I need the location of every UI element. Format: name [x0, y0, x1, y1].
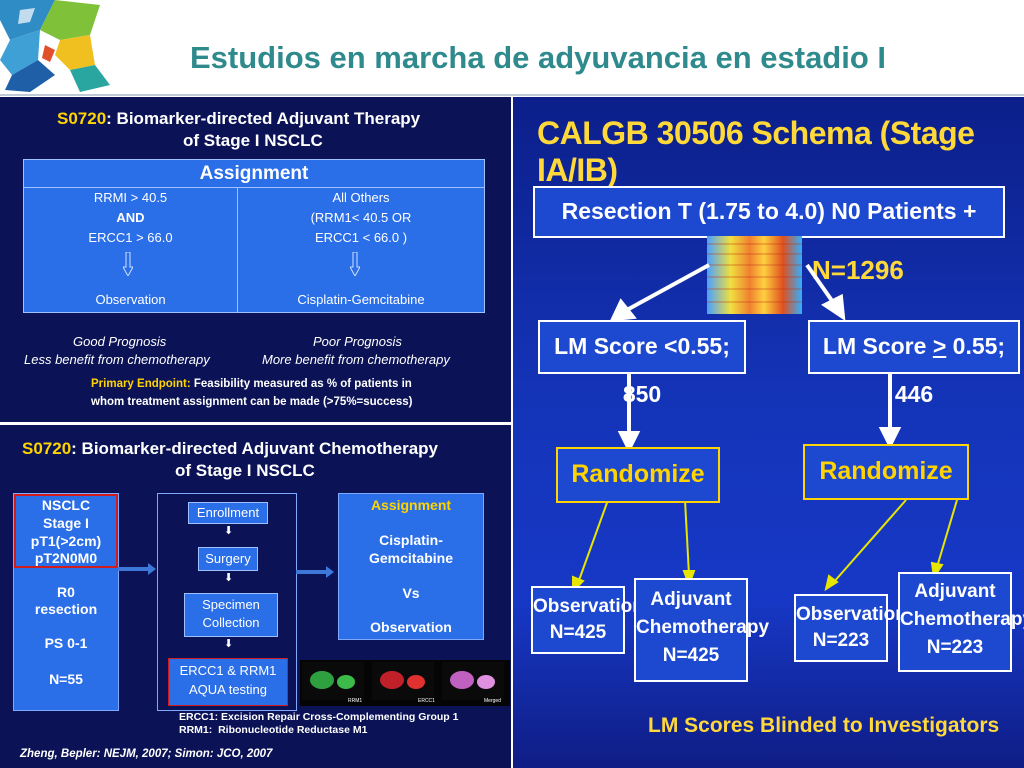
chemo-left-label1: Adjuvant [650, 589, 732, 610]
obs-left-n: N=425 [549, 622, 607, 643]
n55-label: N=55 [49, 671, 83, 687]
ercc1-image-label: ERCC1 [418, 698, 435, 704]
obs-right-label: Observation [796, 604, 907, 625]
chemo-right-label2: Chemotherapy [900, 609, 1024, 630]
cisplatin-outcome: Cisplatin-Gemcitabine [297, 292, 425, 307]
lm-high-box: LM Score > 0.55; 446 [808, 320, 1020, 407]
procedure-box: Enrollment ⬇ Surgery ⬇ Specimen Collecti… [157, 493, 297, 711]
endpoint-text1: Feasibility measured as % of patients in [190, 378, 412, 390]
poor-prognosis-sub: More benefit from chemotherapy [262, 352, 450, 367]
nsclc-label: NSCLC [41, 497, 91, 513]
good-prognosis: Good Prognosis [73, 334, 167, 349]
lm-high-suffix: 0.55; 446 [894, 333, 1006, 407]
resection-label: resection [34, 601, 98, 617]
heading-line1-2: : Biomarker-directed Adjuvant Chemothera… [71, 439, 439, 458]
obs-right-n: N=223 [812, 630, 870, 651]
aqua-step: ERCC1 & RRM1 AQUA testing [168, 658, 288, 706]
calgb-title: CALGB 30506 Schema (Stage IA/IB) [537, 115, 975, 188]
observation-label: Observation [370, 619, 452, 635]
title-divider [0, 94, 1024, 96]
observation-left: Observation N=425 [531, 586, 644, 654]
assignment-box: Assignment Cisplatin- Gemcitabine Vs Obs… [338, 493, 484, 640]
poor-prognosis: Poor Prognosis [313, 334, 402, 349]
down-arrow-icon: ⬇ [224, 638, 234, 650]
assignment-label: Assignment [370, 497, 452, 513]
blinded-footer: LM Scores Blinded to Investigators [648, 714, 1000, 737]
rrmi-criterion: RRMI > 40.5 [93, 190, 168, 205]
down-arrow-icon [350, 252, 360, 276]
and-label: AND [116, 210, 145, 225]
slide-title: Estudios en marcha de adyuvancia en esta… [190, 40, 887, 75]
table-divider [237, 187, 238, 312]
footnote-rrm1: RRM1: Ribonucleotide Reductase M1 [179, 724, 368, 736]
endpoint-label: Primary Endpoint: [91, 378, 191, 390]
study-id-2: S0720 [22, 439, 72, 458]
lm-high-ge: > [932, 333, 947, 359]
ps-label: PS 0-1 [44, 635, 88, 651]
lm-high-prefix: LM Score [822, 333, 933, 359]
good-prognosis-sub: Less benefit from chemotherapy [24, 352, 210, 367]
gemcitabine-label: Gemcitabine [368, 550, 454, 566]
vs-label: Vs [402, 585, 420, 601]
ercc1-criterion-right: ERCC1 < 66.0 ) [314, 230, 408, 245]
obs-left-label: Observation [533, 596, 644, 617]
endpoint-text2: whom treatment assignment can be made (>… [91, 396, 413, 408]
n-total: N=1296 [812, 255, 904, 285]
footnote-ercc1: ERCC1: Excision Repair Cross-Complementi… [179, 711, 459, 723]
rrm1-image-label: RRM1 [348, 698, 363, 704]
down-arrow-icon [123, 252, 133, 276]
merged-image-label: Merged [484, 698, 501, 704]
pt2-label: pT2N0M0 [34, 550, 98, 566]
top-left-heading-line2: of Stage I NSCLC [183, 131, 323, 150]
surgery-step: Surgery [198, 547, 258, 571]
ercc1-criterion: ERCC1 > 66.0 [88, 230, 173, 245]
chemo-right: Adjuvant Chemotherapy N=223 [898, 572, 1024, 672]
stage-label: Stage I [43, 515, 89, 531]
chemo-right-label1: Adjuvant [914, 581, 996, 602]
right-arrow-icon [296, 566, 334, 578]
enrollment-step: Enrollment [188, 502, 268, 524]
study-id: S0720 [57, 109, 107, 128]
chemo-right-n: N=223 [926, 637, 984, 658]
chemo-left: Adjuvant Chemotherapy N=425 [634, 578, 770, 682]
bottom-left-heading: S0720: Biomarker-directed Adjuvant Chemo… [22, 438, 438, 460]
down-arrow-icon: ⬇ [224, 572, 234, 584]
primary-endpoint: Primary Endpoint: Feasibility measured a… [91, 378, 412, 390]
cisplatin-label: Cisplatin- [379, 532, 443, 548]
lm-low-box: LM Score <0.55; 850 [538, 320, 746, 407]
assignment-header: Assignment [24, 160, 484, 188]
down-arrow-icon: ⬇ [224, 525, 234, 537]
heading-line1: : Biomarker-directed Adjuvant Therapy [106, 109, 421, 128]
pt1-label: pT1(>2cm) [30, 533, 102, 549]
eligibility-highlight [14, 494, 118, 568]
rrm1-criterion: (RRM1< 40.5 OR [310, 210, 412, 225]
microscopy-images: RRM1 ERCC1 Merged [300, 660, 510, 706]
assignment-table: Assignment RRMI > 40.5 AND ERCC1 > 66.0 … [23, 159, 485, 313]
logo [0, 0, 120, 95]
citation: Zheng, Bepler: NEJM, 2007; Simon: JCO, 2… [20, 748, 273, 760]
specimen-step: Specimen Collection [184, 593, 278, 637]
randomize-right: Randomize [803, 444, 969, 500]
r0-label: R0 [57, 584, 75, 600]
eligibility-box: NSCLC Stage I pT1(>2cm) pT2N0M0 R0 resec… [13, 493, 119, 711]
all-others-label: All Others [332, 190, 390, 205]
chemo-left-n: N=425 [662, 645, 720, 666]
top-left-heading: S0720: Biomarker-directed Adjuvant Thera… [57, 108, 420, 130]
observation-right: Observation N=223 [794, 594, 907, 662]
right-arrow-icon [118, 563, 156, 575]
observation-outcome: Observation [95, 292, 166, 307]
microarray-heatmap [707, 236, 802, 314]
chemo-left-label2: Chemotherapy [636, 617, 770, 638]
bottom-left-heading-line2: of Stage I NSCLC [175, 461, 315, 480]
randomize-left: Randomize [556, 447, 720, 503]
